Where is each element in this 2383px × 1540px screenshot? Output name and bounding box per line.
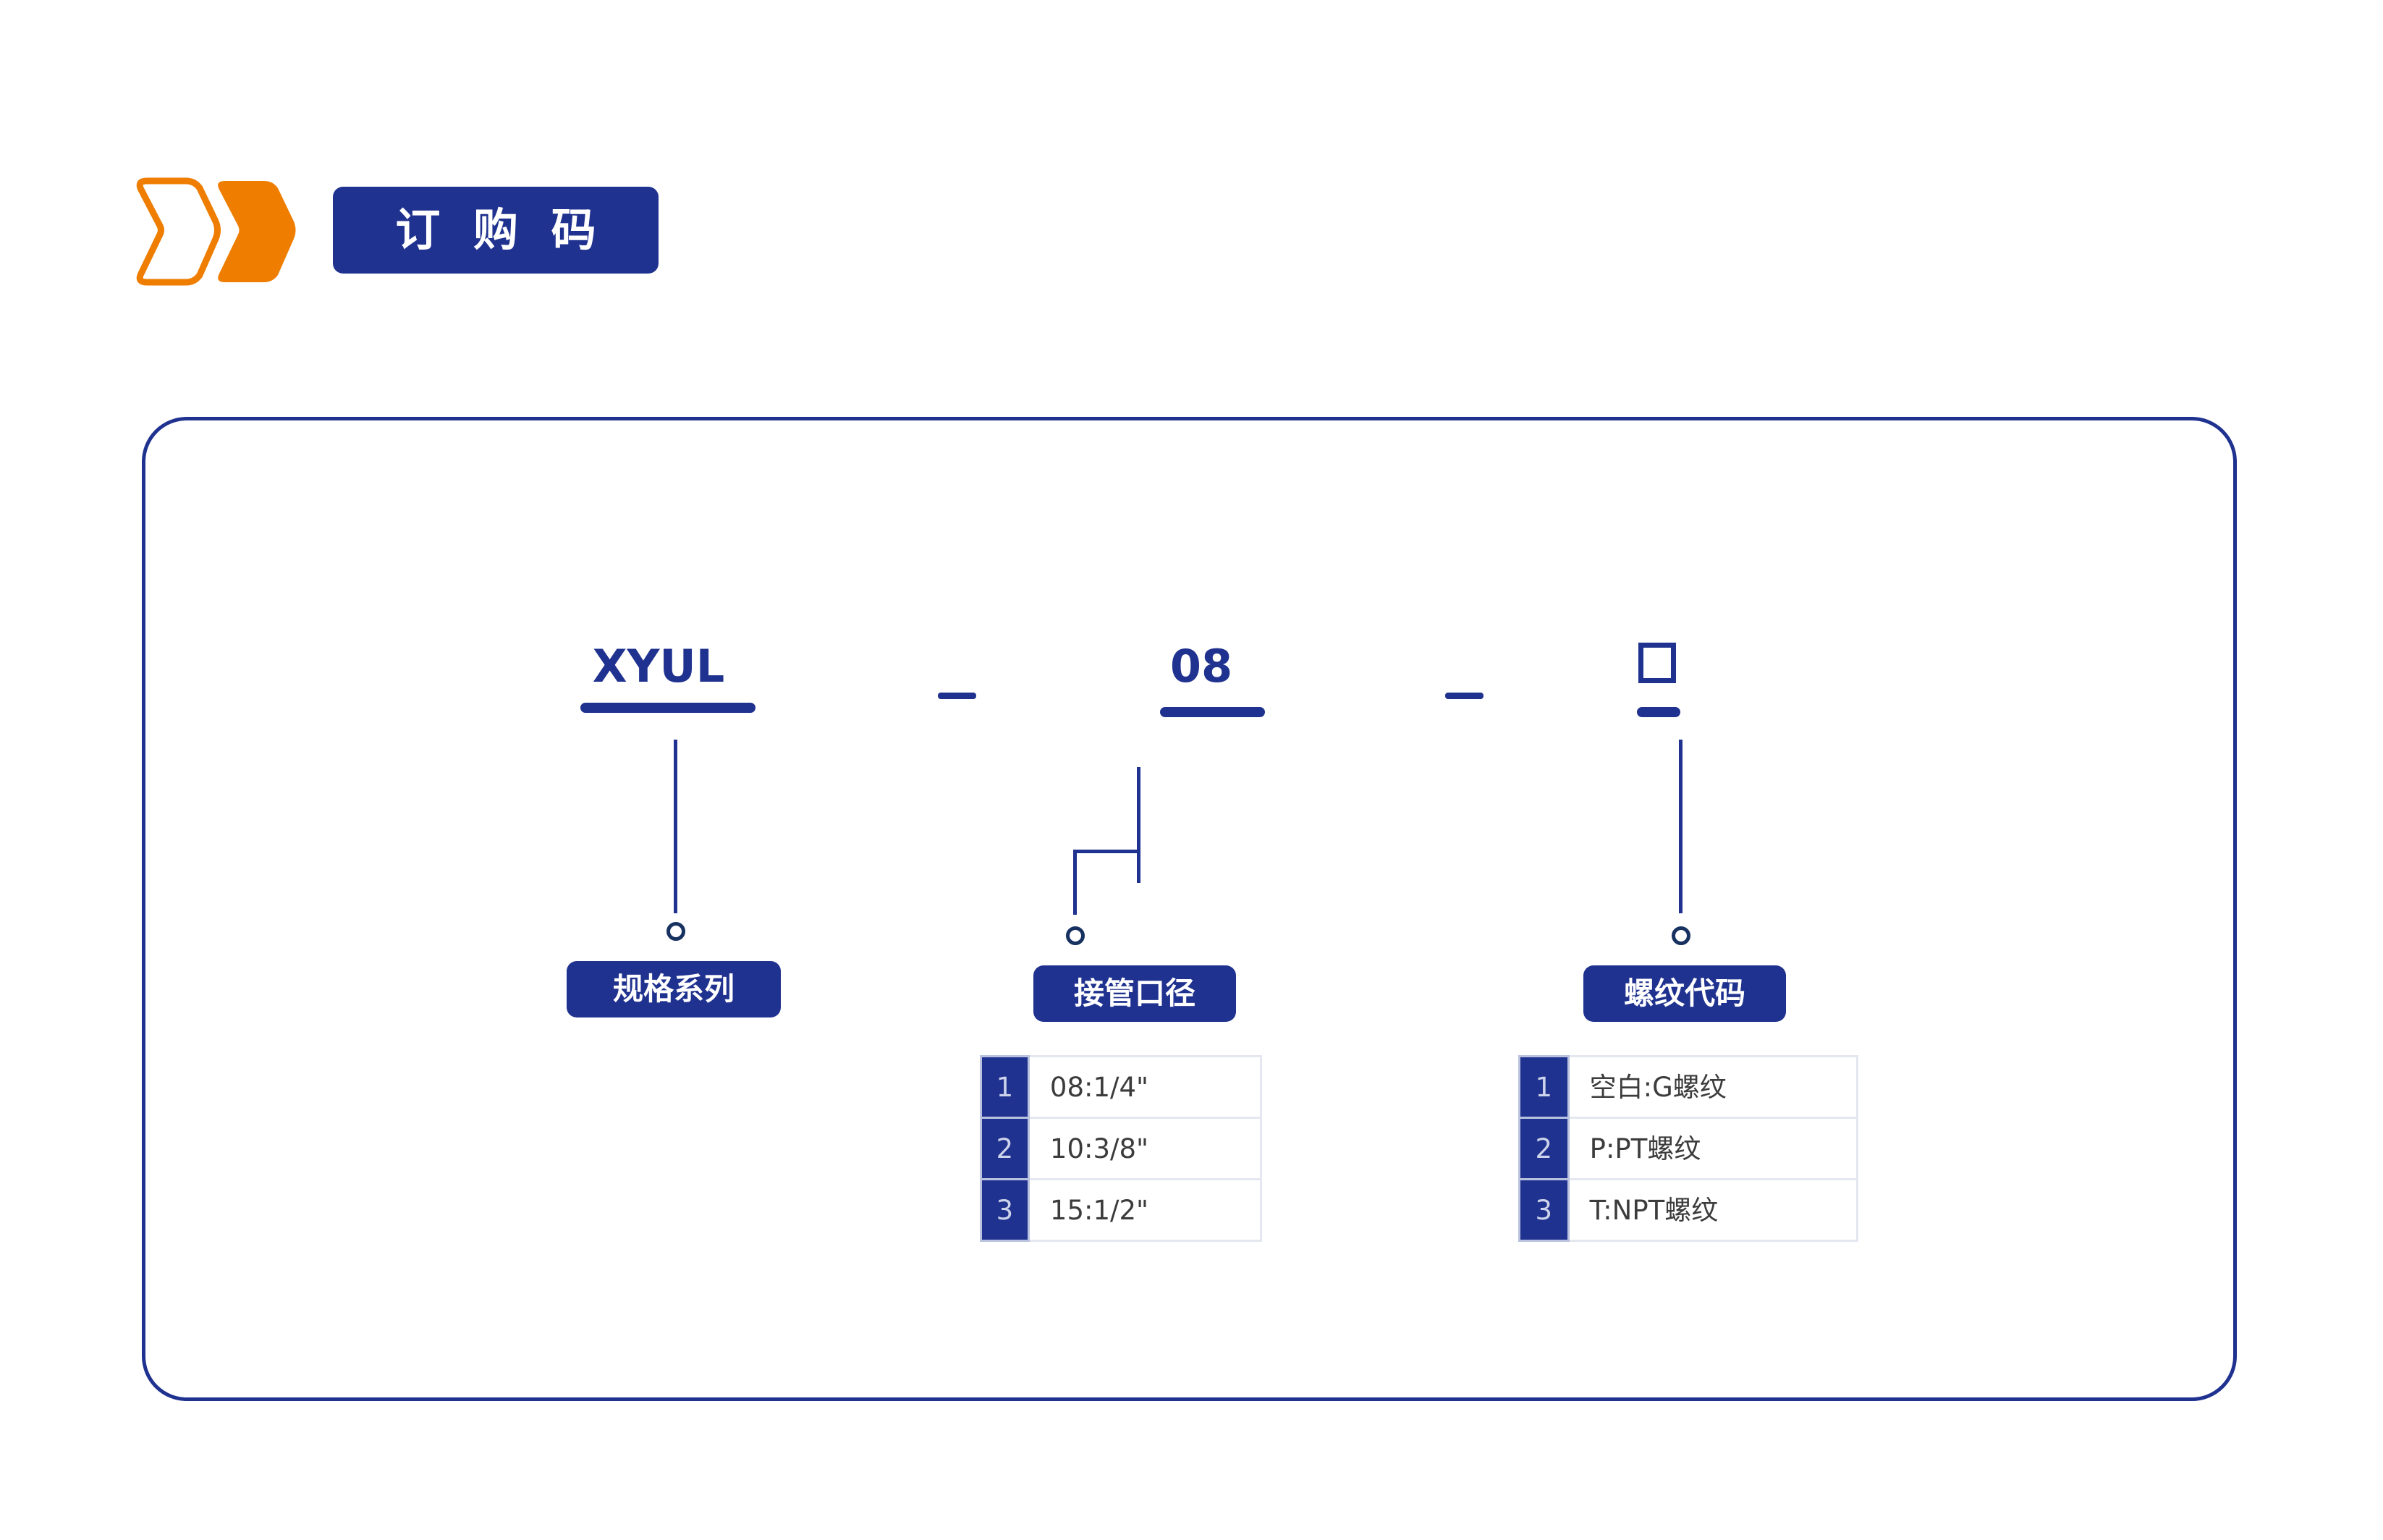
table-cell-index: 3: [1518, 1178, 1570, 1242]
chevron-outline-icon: [134, 174, 221, 289]
code-segment-series: XYUL: [592, 640, 725, 693]
code-segment-bore: 08: [1169, 640, 1233, 693]
segment-underline-bore: [1160, 707, 1265, 717]
table-cell-index: 2: [980, 1117, 1030, 1180]
table-cell-value: 08:1/4": [1027, 1055, 1263, 1119]
label-pill-series-text: 规格系列: [612, 971, 735, 1007]
table-row: 3 15:1/2": [980, 1178, 1263, 1242]
table-row: 1 空白:G螺纹: [1518, 1055, 1859, 1119]
label-pill-bore: 接管口径: [1033, 965, 1236, 1022]
connector-line-bore-elbow: [1073, 850, 1140, 853]
table-cell-value: 空白:G螺纹: [1567, 1055, 1859, 1119]
table-cell-index: 1: [980, 1055, 1030, 1119]
table-cell-value: 15:1/2": [1027, 1178, 1263, 1242]
connector-line-series: [674, 740, 677, 913]
table-cell-value: 10:3/8": [1027, 1117, 1263, 1180]
connector-node-series: [666, 922, 685, 941]
connector-node-thread: [1672, 926, 1690, 945]
label-pill-bore-text: 接管口径: [1073, 976, 1195, 1011]
table-row: 1 08:1/4": [980, 1055, 1263, 1119]
options-table-bore: 1 08:1/4" 2 10:3/8" 3 15:1/2": [980, 1055, 1263, 1242]
table-row: 2 P:PT螺纹: [1518, 1117, 1859, 1180]
connector-node-bore: [1066, 926, 1085, 945]
chevron-solid-icon: [212, 174, 299, 289]
code-separator-dash-1: [938, 693, 976, 699]
connector-line-bore-lower: [1073, 850, 1077, 915]
page-header: 订 购 码: [134, 174, 684, 304]
label-pill-thread: 螺纹代码: [1583, 965, 1786, 1022]
connector-line-bore-upper: [1137, 767, 1140, 883]
label-pill-thread-text: 螺纹代码: [1623, 976, 1745, 1011]
page-title: 订 购 码: [395, 203, 605, 256]
order-code-card: [142, 417, 2237, 1401]
table-cell-value: P:PT螺纹: [1567, 1117, 1859, 1180]
connector-line-thread: [1679, 740, 1683, 913]
page-title-badge: 订 购 码: [333, 187, 659, 274]
label-pill-series: 规格系列: [567, 961, 781, 1018]
table-row: 3 T:NPT螺纹: [1518, 1178, 1859, 1242]
code-separator-dash-2: [1445, 693, 1483, 699]
code-segment-thread: [1614, 643, 1701, 690]
segment-underline-thread: [1637, 707, 1680, 717]
empty-box-glyph: [1638, 643, 1676, 683]
table-cell-index: 1: [1518, 1055, 1570, 1119]
table-cell-value: T:NPT螺纹: [1567, 1178, 1859, 1242]
options-table-thread: 1 空白:G螺纹 2 P:PT螺纹 3 T:NPT螺纹: [1518, 1055, 1859, 1242]
table-row: 2 10:3/8": [980, 1117, 1263, 1180]
table-cell-index: 3: [980, 1178, 1030, 1242]
table-cell-index: 2: [1518, 1117, 1570, 1180]
segment-underline-series: [580, 703, 755, 713]
